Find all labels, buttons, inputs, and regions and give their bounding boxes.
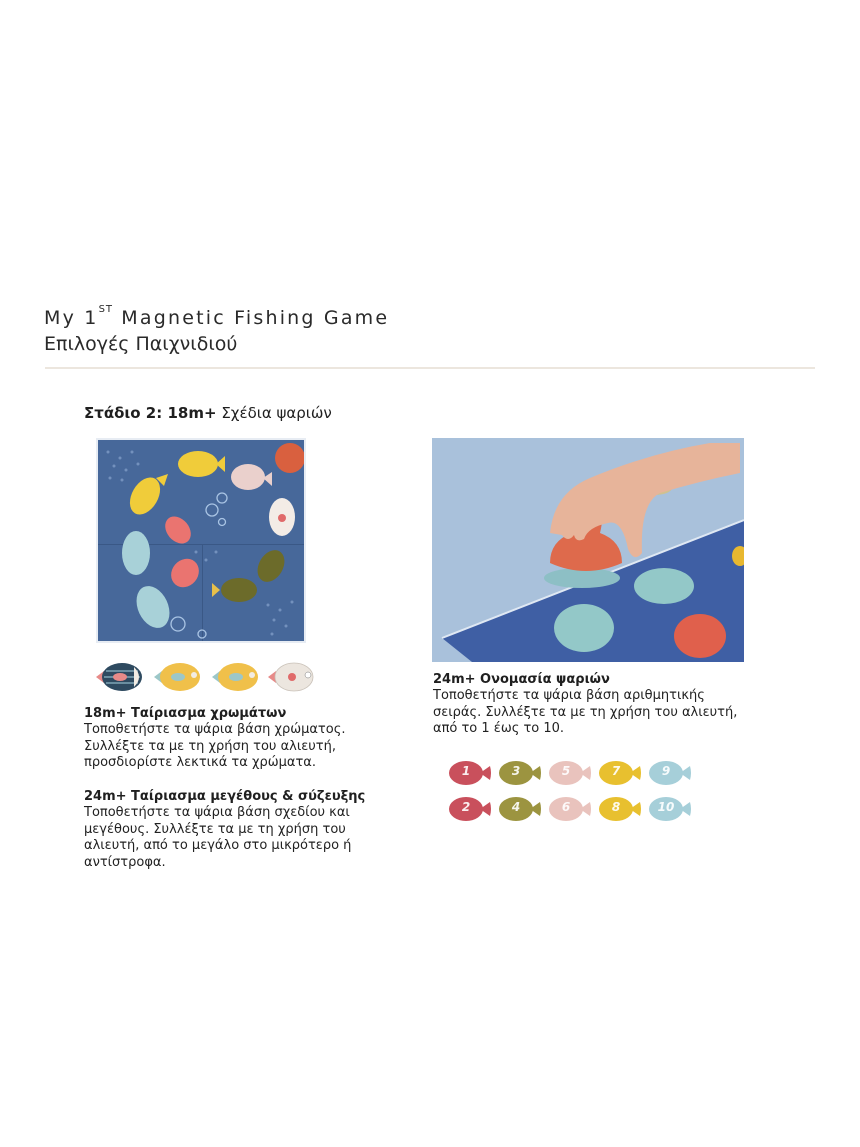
title-suffix: Magnetic Fishing Game: [113, 307, 390, 329]
fish-number: 3: [511, 764, 521, 778]
number-fish-grid: 1 3 5 7 9 2 4 6 8 10: [448, 760, 718, 832]
number-fish: 2: [448, 796, 494, 822]
board-illustration: [106, 443, 304, 639]
section-line: Τοποθετήστε τα ψάρια βάση αριθμητικής: [433, 688, 705, 703]
stage-label-bold: Στάδιο 2: 18m+: [84, 404, 217, 422]
section-fish-naming: 24m+ Ονομασία ψαριών Τοποθετήστε τα ψάρι…: [433, 672, 737, 738]
number-fish: 9: [648, 760, 694, 786]
document-subtitle: Επιλογές Παιχνιδιού: [44, 333, 238, 355]
fish-icon: [549, 761, 591, 785]
number-fish: 7: [598, 760, 644, 786]
section-size-matching: 24m+ Ταίριασμα μεγέθους & σύζευξης Τοποθ…: [84, 789, 365, 871]
fish-icon: [449, 761, 491, 785]
number-fish: 1: [448, 760, 494, 786]
number-fish: 4: [498, 796, 544, 822]
fish-number: 8: [611, 800, 621, 814]
fish-number: 2: [461, 800, 471, 814]
number-fish: 6: [548, 796, 594, 822]
fish-number: 1: [461, 764, 471, 778]
fish-icon: [499, 797, 541, 821]
section-line: αλιευτή, από το μεγάλο στο μικρότερο ή: [84, 838, 352, 853]
section-line: αντίστροφα.: [84, 854, 166, 870]
board-seam-horizontal: [98, 544, 304, 545]
header-divider: [45, 367, 815, 369]
fish-number: 10: [657, 800, 675, 814]
section-color-matching: 18m+ Ταίριασμα χρωμάτων Τοποθετήστε τα ψ…: [84, 706, 345, 772]
pattern-fish-illustration: [96, 662, 314, 692]
fish-number: 7: [611, 764, 621, 778]
title-superscript: ST: [98, 304, 114, 315]
fish-icon: [649, 797, 691, 821]
section-line: Τοποθετήστε τα ψάρια βάση χρώματος.: [84, 722, 346, 737]
game-board-image: [96, 438, 306, 643]
title-prefix: My 1: [44, 307, 99, 329]
fish-number: 4: [511, 800, 521, 814]
number-fish: 8: [598, 796, 644, 822]
fish-number: 6: [561, 800, 571, 814]
fish-number: 9: [661, 764, 671, 778]
section-line: Τοποθετήστε τα ψάρια βάση σχεδίου και: [84, 805, 350, 820]
child-fishing-photo: [432, 438, 744, 662]
section-line: Συλλέξτε τα με τη χρήση του αλιευτή,: [84, 738, 336, 754]
fish-icon: [499, 761, 541, 785]
section-heading: 24m+ Ταίριασμα μεγέθους & σύζευξης: [84, 789, 366, 804]
section-line: μεγέθους. Συλλέξτε τα με τη χρήση του: [84, 821, 346, 837]
fish-icon: [549, 797, 591, 821]
fish-number: 5: [561, 764, 571, 778]
fish-icon: [449, 797, 491, 821]
stage-label-normal: Σχέδια ψαριών: [216, 404, 332, 422]
number-fish: 3: [498, 760, 544, 786]
stage-heading: Στάδιο 2: 18m+ Σχέδια ψαριών: [84, 404, 332, 422]
photo-illustration: [432, 438, 744, 662]
document-title: My 1ST Magnetic Fishing Game: [44, 304, 390, 329]
section-line: από το 1 έως το 10.: [433, 721, 565, 736]
number-fish: 5: [548, 760, 594, 786]
section-line: προσδιορίστε λεκτικά τα χρώματα.: [84, 755, 316, 770]
section-line: σειράς. Συλλέξτε τα με τη χρήση του αλιε…: [433, 704, 738, 720]
board-seam-vertical: [202, 544, 203, 641]
number-fish: 10: [648, 796, 694, 822]
pattern-fish-row: [92, 659, 314, 699]
fish-icon: [599, 761, 641, 785]
section-heading: 18m+ Ταίριασμα χρωμάτων: [84, 706, 287, 721]
fish-icon: [649, 761, 691, 785]
section-heading: 24m+ Ονομασία ψαριών: [433, 672, 610, 687]
fish-icon: [599, 797, 641, 821]
